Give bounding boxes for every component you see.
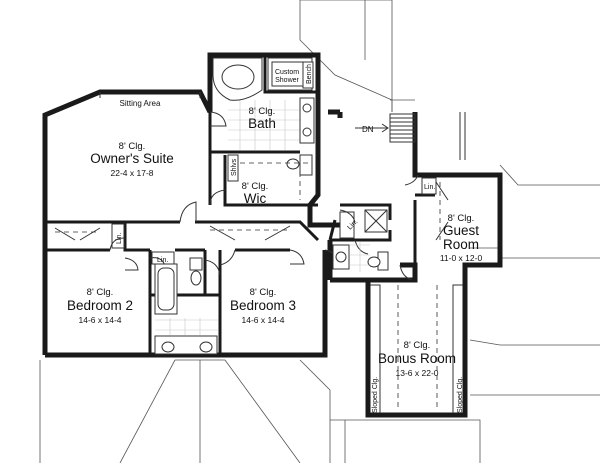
sloped-ceiling-left: Sloped Clg.	[372, 377, 379, 413]
bedroom-3: 8' Clg. Bedroom 3 14-6 x 14-4	[230, 287, 296, 325]
bedroom2-dims: 14-6 x 14-4	[79, 315, 122, 325]
bedroom3-name: Bedroom 3	[230, 298, 296, 313]
guest-room: Lin. 8' Clg. Guest Room 11-0 x 12-0	[424, 184, 482, 263]
guest-room-line1: Guest	[443, 223, 479, 238]
bedroom2-ceiling: 8' Clg.	[87, 287, 114, 298]
owners-suite-ceiling: 8' Clg.	[119, 141, 146, 152]
linen-label-hall: Lin.	[157, 257, 168, 264]
bedroom3-dims: 14-6 x 14-4	[242, 315, 285, 325]
bonus-room-name: Bonus Room	[378, 351, 456, 366]
custom-shower-line2: Shower	[275, 77, 299, 84]
owners-suite: Sitting Area 8' Clg. Owner's Suite 22-4 …	[90, 99, 174, 178]
bench-label: Bench	[306, 64, 313, 84]
stairs	[355, 112, 466, 160]
linen-label-bed2: Lin.	[116, 233, 123, 244]
linen-label-guest-bath: Lin.	[346, 218, 359, 231]
custom-shower-line1: Custom	[275, 69, 299, 76]
stairs-labels: DN	[362, 125, 374, 134]
closets	[54, 92, 463, 413]
bedroom2-name: Bedroom 2	[67, 298, 133, 313]
bath-ceiling: 8' Clg.	[249, 106, 276, 117]
wic: Shlvs 8' Clg. Wic	[231, 158, 268, 206]
bonus-room-ceiling: 8' Clg.	[404, 340, 431, 351]
wic-ceiling: 8' Clg.	[242, 181, 269, 192]
hall-bath: Lin.	[157, 257, 168, 264]
bath-name: Bath	[248, 116, 276, 131]
owners-suite-dims: 22-4 x 17-8	[111, 168, 154, 178]
sitting-area-label: Sitting Area	[120, 99, 161, 108]
bonus-room-dims: 13-6 x 22-0	[396, 368, 439, 378]
guest-bath: Lin.	[346, 218, 359, 231]
guest-room-ceiling: 8' Clg.	[448, 213, 475, 224]
exterior-walls	[42, 52, 503, 418]
bath: Custom Shower Bench 8' Clg. Bath	[248, 64, 313, 131]
bedroom3-ceiling: 8' Clg.	[250, 287, 277, 298]
interior-walls	[45, 55, 435, 355]
guest-room-dims: 11-0 x 12-0	[440, 253, 483, 263]
sloped-ceiling-right: Sloped Clg.	[457, 377, 464, 413]
bedroom-2: Lin. 8' Clg. Bedroom 2 14-6 x 14-4	[67, 233, 133, 325]
wic-name: Wic	[244, 191, 267, 206]
bonus-room: 8' Clg. Bonus Room 13-6 x 22-0 Sloped Cl…	[372, 340, 464, 413]
roof-lines	[39, 0, 600, 463]
stairs-down-label: DN	[362, 125, 374, 134]
owners-suite-name: Owner's Suite	[90, 151, 174, 166]
guest-room-line2: Room	[443, 237, 479, 252]
linen-label-guest: Lin.	[424, 184, 435, 191]
bath-fixtures	[154, 57, 389, 355]
shlvs-label: Shlvs	[231, 158, 238, 176]
